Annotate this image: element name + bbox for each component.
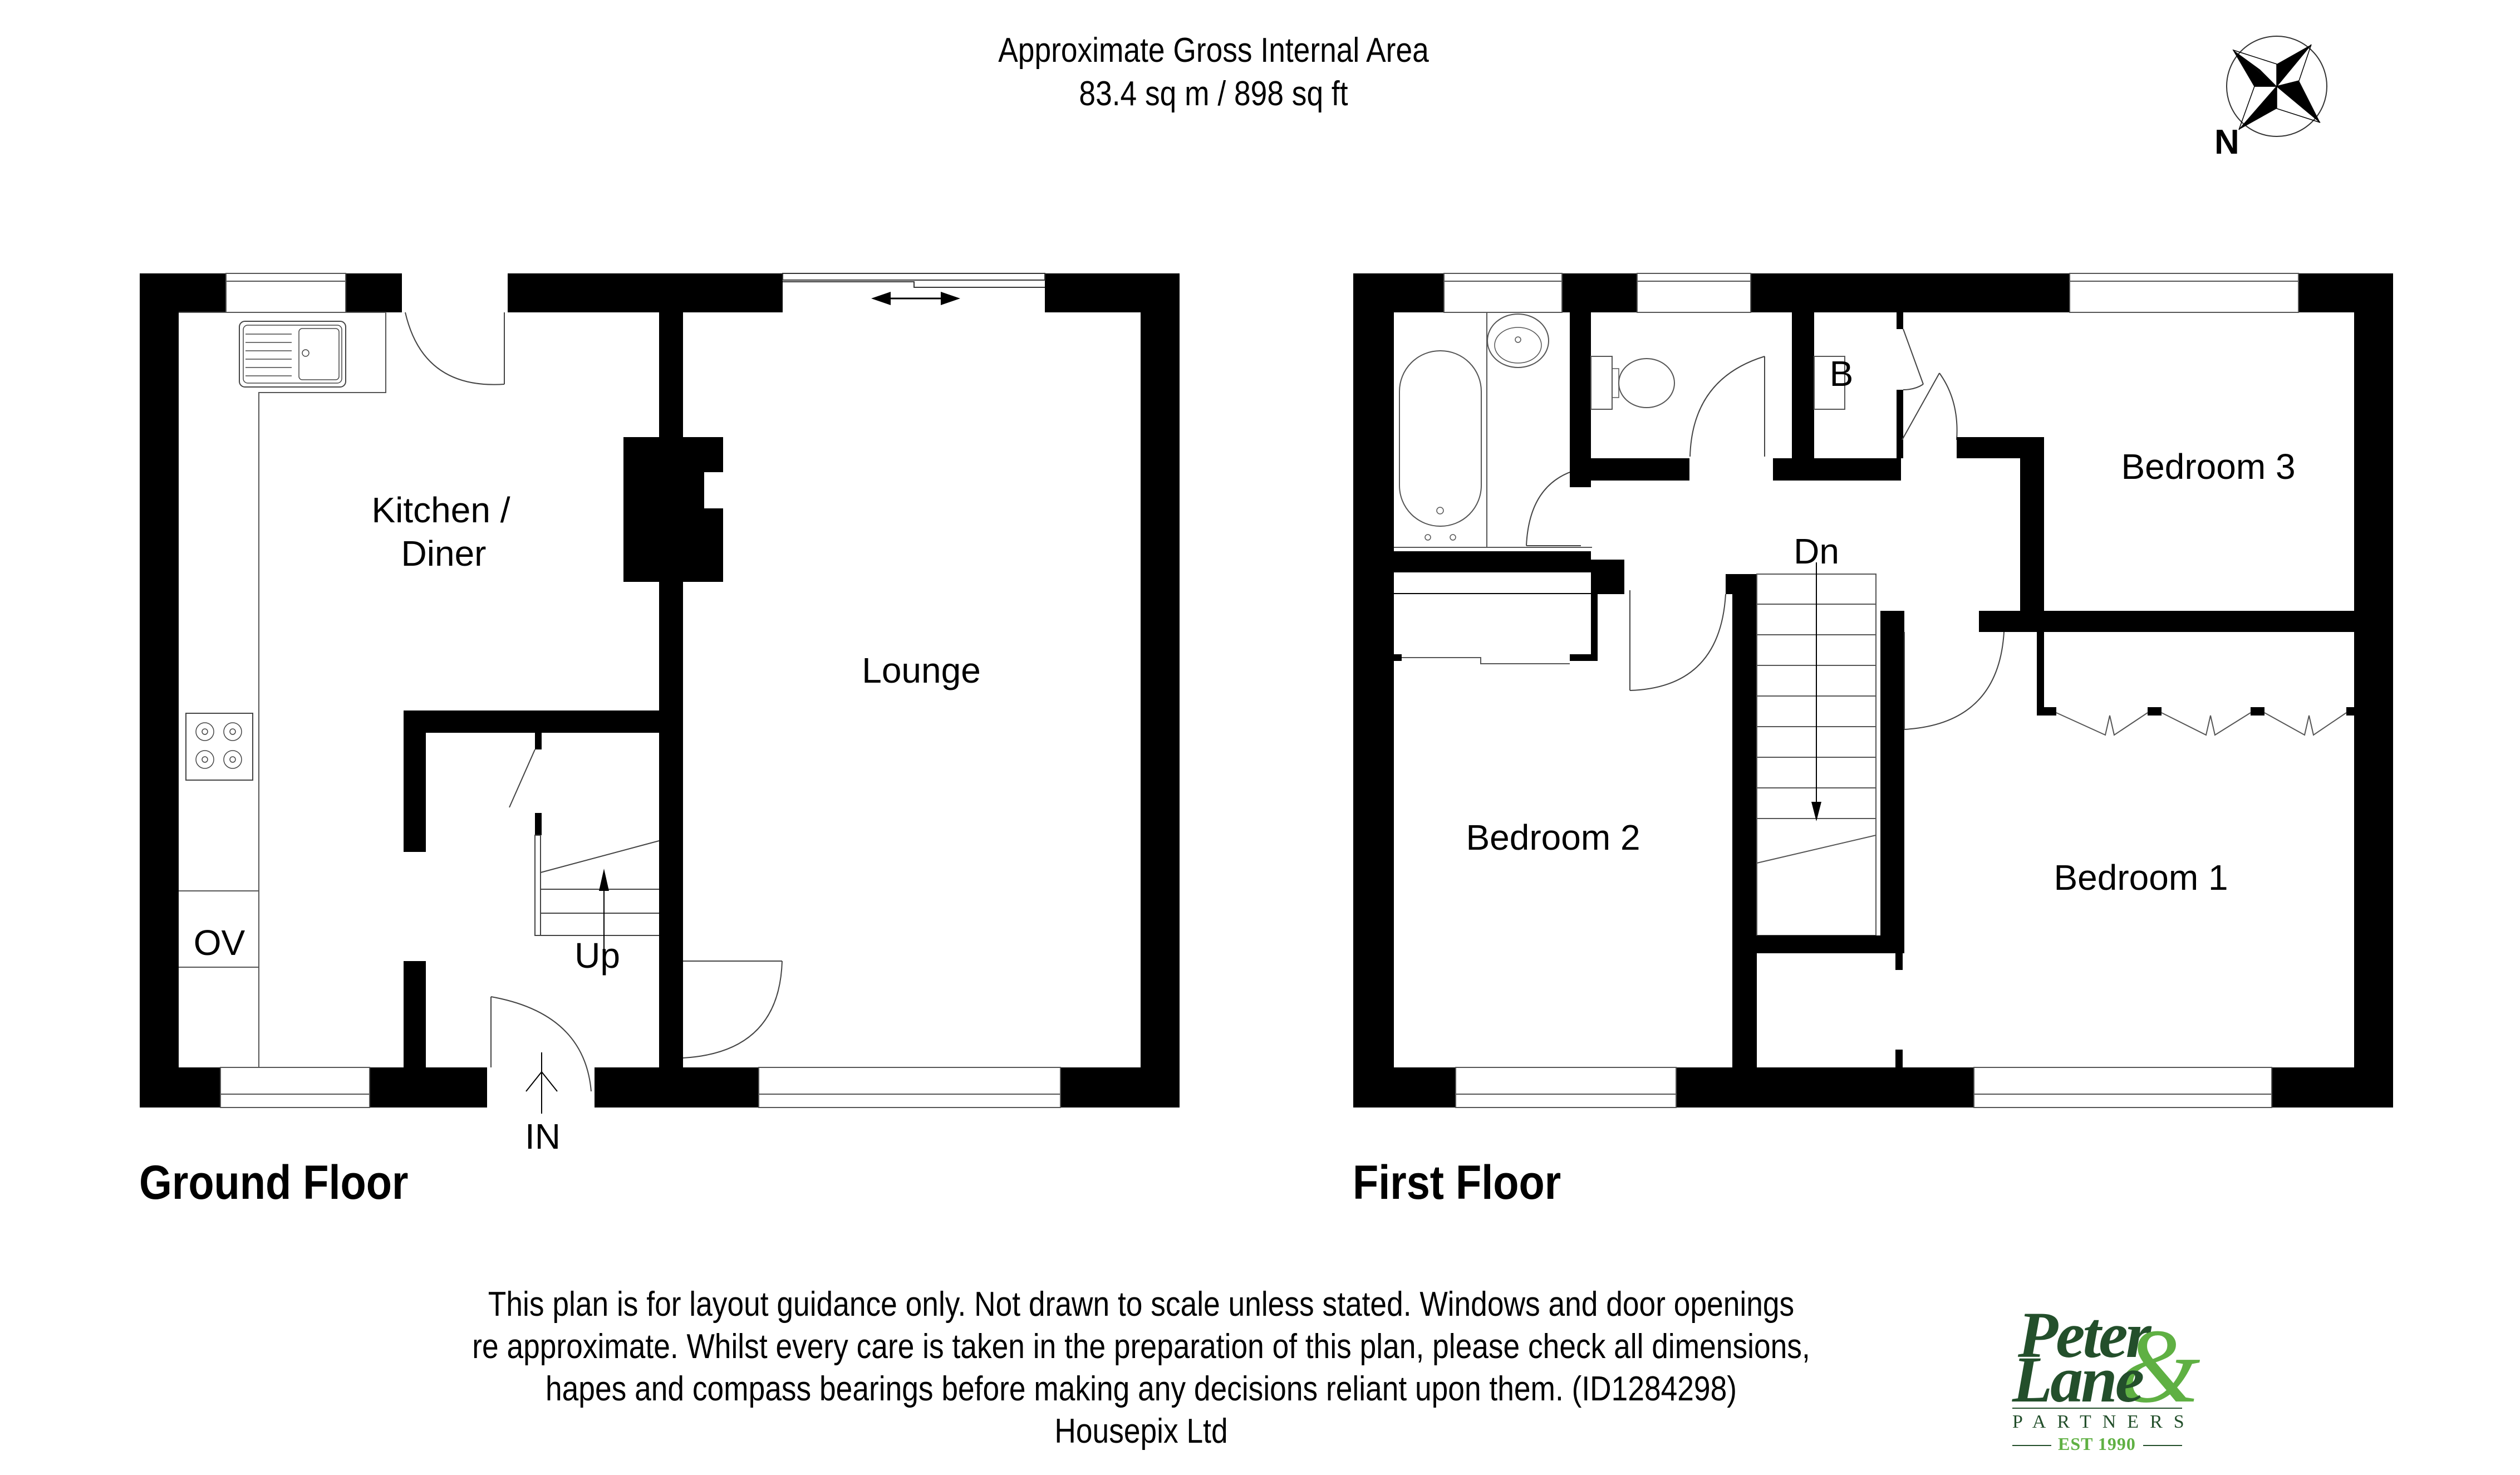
window xyxy=(2069,273,2299,313)
compass-rose-icon xyxy=(2226,36,2327,137)
bath-icon xyxy=(1399,350,1482,541)
logo-rule xyxy=(2143,1445,2182,1446)
logo-ampersand: & xyxy=(2118,1308,2200,1425)
window xyxy=(1455,1067,1677,1108)
window xyxy=(225,273,346,313)
room-label-lounge: Lounge xyxy=(862,650,981,690)
logo-rule xyxy=(2012,1408,2182,1409)
logo-peter: Peter xyxy=(2018,1298,2151,1371)
area-value: 83.4 sq m / 898 sq ft xyxy=(1079,75,1348,113)
north-label: N xyxy=(2214,123,2239,161)
agent-logo: Peter & Lane PARTNERS EST 1990 xyxy=(2012,1298,2200,1454)
ground-floor-plan xyxy=(140,273,1180,1114)
window xyxy=(758,1067,1061,1108)
boiler-label: B xyxy=(1830,354,1854,394)
ground-floor-title: Ground Floor xyxy=(139,1156,409,1209)
logo-est: EST 1990 xyxy=(2058,1434,2136,1454)
disclaimer-line: re approximate. Whilst every care is tak… xyxy=(472,1327,1810,1366)
logo-partners: PARTNERS xyxy=(2012,1412,2195,1432)
disclaimer: This plan is for layout guidance only. N… xyxy=(447,1283,1835,1453)
toilet-icon xyxy=(1590,356,1675,410)
first-floor-title: First Floor xyxy=(1353,1156,1561,1209)
basin-icon xyxy=(1487,313,1549,368)
window xyxy=(1973,1067,2272,1108)
room-label-bedroom-2: Bedroom 2 xyxy=(1466,817,1640,857)
boiler xyxy=(1814,356,1845,410)
stairs-up-label: Up xyxy=(574,935,620,976)
window xyxy=(220,1067,370,1108)
logo-rule xyxy=(2012,1445,2051,1446)
room-label-diner: Diner xyxy=(401,533,487,574)
stairs-down-label: Dn xyxy=(1794,531,1839,571)
logo-lane: Lane xyxy=(2012,1343,2144,1416)
room-label-kitchen: Kitchen / xyxy=(371,490,510,530)
disclaimer-credit: Housepix Ltd xyxy=(1054,1412,1228,1451)
front-door xyxy=(490,996,592,1092)
stairs-up xyxy=(534,835,660,952)
stairs-down xyxy=(1756,562,1877,936)
area-title: Approximate Gross Internal Area xyxy=(998,31,1429,70)
oven-label: OV xyxy=(194,923,245,963)
sink-icon xyxy=(239,321,346,388)
sliding-door-icon xyxy=(782,273,1045,305)
entrance-label: IN xyxy=(525,1116,561,1157)
lounge-door xyxy=(682,961,783,1059)
window xyxy=(1637,273,1751,313)
disclaimer-line: hapes and compass bearings before making… xyxy=(545,1370,1737,1408)
kitchen-worktop xyxy=(179,312,386,1067)
chimney-breast xyxy=(623,437,723,582)
first-floor-plan xyxy=(1353,273,2393,1108)
room-label-bedroom-3: Bedroom 3 xyxy=(2121,447,2295,487)
wardrobe-icon xyxy=(2037,632,2357,736)
hob-icon xyxy=(185,713,253,781)
entrance-arrow-icon xyxy=(525,1052,558,1114)
area-header: Approximate Gross Internal Area 83.4 sq … xyxy=(170,29,2337,116)
room-label-bedroom-1: Bedroom 1 xyxy=(2054,857,2228,898)
window xyxy=(1443,273,1563,313)
disclaimer-line: This plan is for layout guidance only. N… xyxy=(488,1285,1795,1324)
